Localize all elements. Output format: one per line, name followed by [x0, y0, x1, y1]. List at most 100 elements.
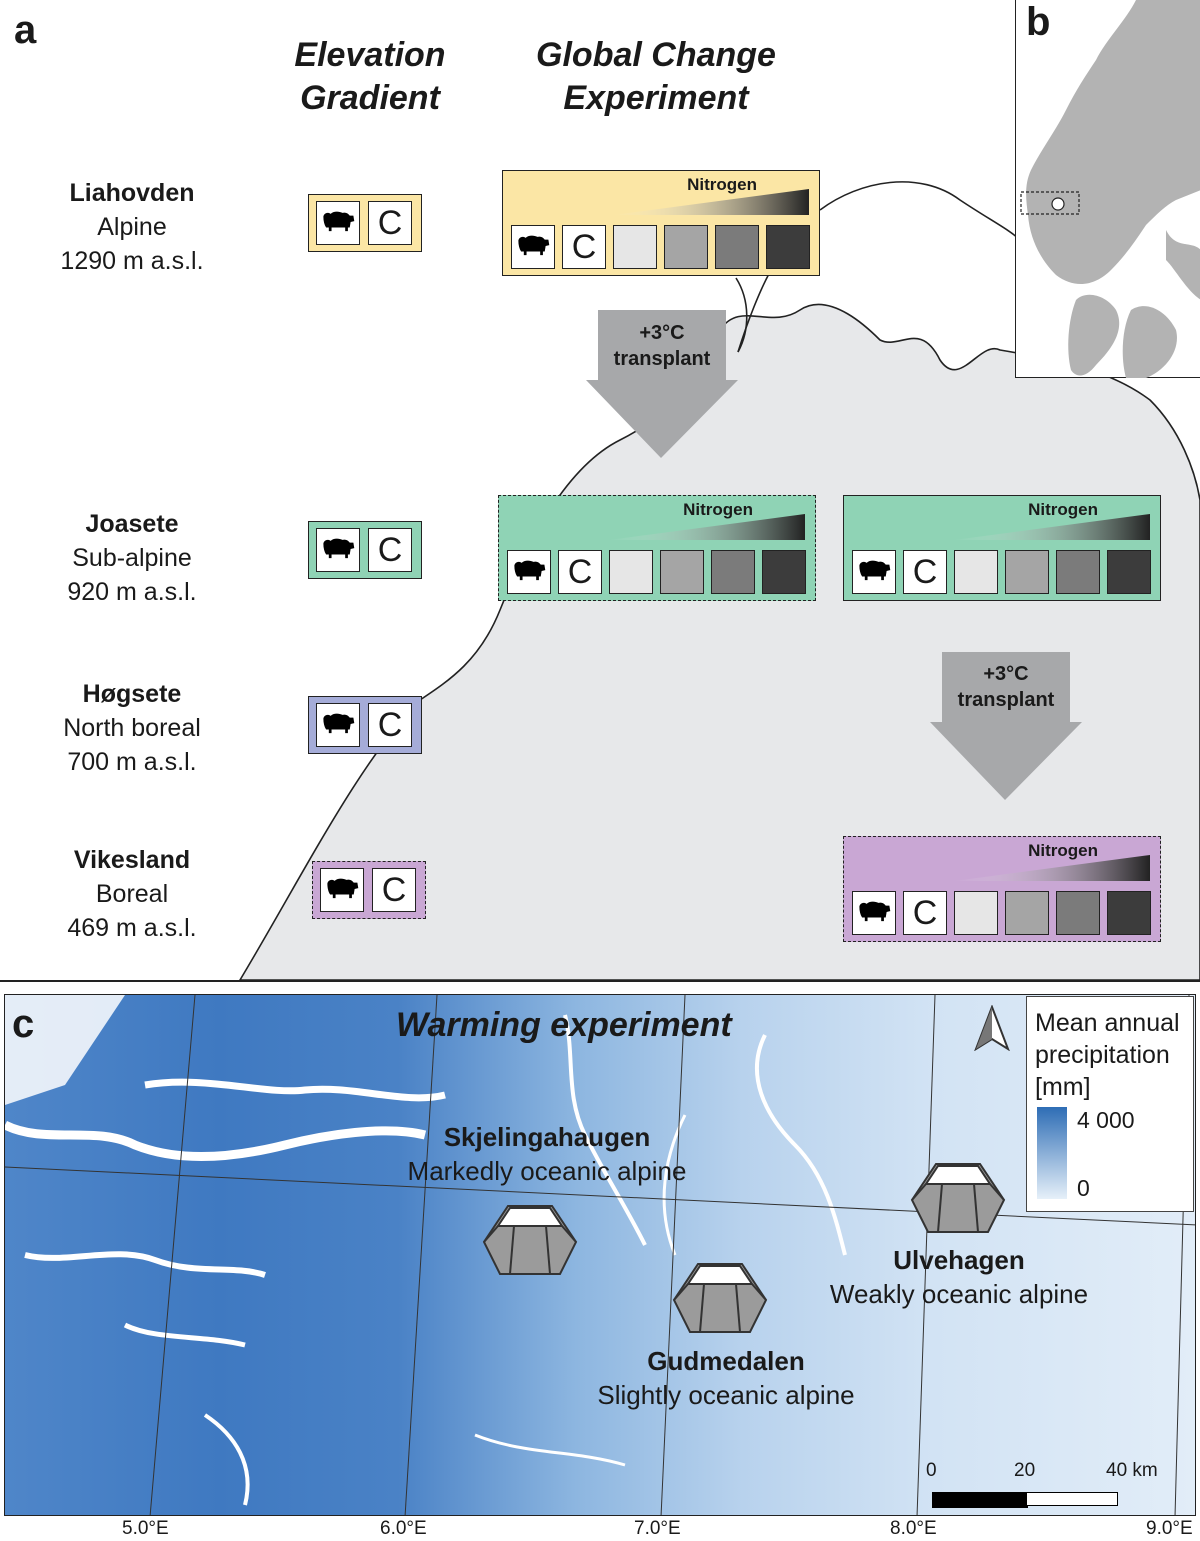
legend-title-line1: Mean annual — [1035, 1009, 1180, 1037]
legend-title: Mean annual precipitation [mm] — [1035, 1007, 1180, 1103]
site-elevation: 1290 m a.s.l. — [60, 247, 204, 275]
elevation-heading-line1: Elevation — [294, 36, 446, 74]
elevation-plots-vikesland: C — [312, 861, 426, 919]
map-site-name: Skjelingahaugen — [443, 1122, 651, 1152]
grazing-sheep-icon — [316, 528, 360, 572]
site-zone: Sub-alpine — [72, 544, 192, 572]
elevation-heading-line2: Gradient — [300, 79, 440, 117]
grazing-sheep-icon — [852, 891, 896, 935]
nitrogen-level-3-plot — [715, 225, 759, 269]
nitrogen-level-1-plot — [609, 550, 653, 594]
site-elevation: 700 m a.s.l. — [67, 748, 197, 776]
scale-bar: 0 20 40 km — [920, 1460, 1160, 1510]
site-label-ulvehagen: Ulvehagen Weakly oceanic alpine — [816, 1243, 1102, 1311]
site-label-joasete: Joasete Sub-alpine 920 m a.s.l. — [2, 507, 262, 609]
site-name: Vikesland — [73, 846, 191, 874]
north-arrow-icon — [974, 1005, 1010, 1051]
panel-b-overview-map: b — [1015, 0, 1200, 378]
panel-c-letter: c — [12, 1002, 35, 1046]
transplant-word: transplant — [957, 689, 1055, 711]
control-plot: C — [558, 550, 602, 594]
site-label-gudmedalen: Gudmedalen Slightly oceanic alpine — [584, 1344, 868, 1412]
legend-min-value: 0 — [1077, 1175, 1090, 1201]
control-plot: C — [372, 868, 416, 912]
nitrogen-level-3-plot — [1056, 550, 1100, 594]
control-plot: C — [903, 550, 947, 594]
longitude-label-9: 9.0°E — [1146, 1518, 1193, 1539]
legend-colorbar — [1037, 1107, 1067, 1199]
control-plot: C — [368, 528, 412, 572]
nitrogen-level-4-plot — [1107, 891, 1151, 935]
grazing-sheep-icon — [511, 225, 555, 269]
longitude-label-7: 7.0°E — [634, 1518, 681, 1539]
site-elevation: 920 m a.s.l. — [67, 578, 197, 606]
scale-label-40: 40 km — [1106, 1460, 1158, 1481]
panel-c-map — [4, 994, 1196, 1516]
precipitation-texture — [5, 995, 1195, 1515]
control-plot: C — [368, 703, 412, 747]
nitrogen-gradient-wedge — [954, 514, 1150, 540]
grazing-sheep-icon — [852, 550, 896, 594]
control-plot: C — [903, 891, 947, 935]
legend-title-line2: precipitation — [1035, 1041, 1170, 1069]
transplant-label-2: +3°C transplant — [928, 661, 1084, 713]
site-marker-skjelingahaugen — [482, 1205, 578, 1275]
nitrogen-level-2-plot — [660, 550, 704, 594]
scale-label-20: 20 — [1014, 1460, 1036, 1481]
global-change-heading-line1: Global Change — [536, 36, 776, 74]
warming-experiment-title: Warming experiment — [396, 1006, 732, 1044]
legend-max-value: 4 000 — [1077, 1107, 1135, 1133]
panel-divider — [0, 980, 1200, 982]
precipitation-legend: Mean annual precipitation [mm] 4 000 0 — [1026, 996, 1194, 1212]
control-plot: C — [562, 225, 606, 269]
elevation-plots-liahovden: C — [308, 194, 422, 252]
site-marker-ulvehagen — [910, 1163, 1006, 1233]
nitrogen-label: Nitrogen — [683, 500, 753, 519]
map-site-name: Gudmedalen — [647, 1346, 805, 1376]
transplant-warming: +3°C — [639, 322, 685, 344]
transplant-word: transplant — [613, 348, 711, 370]
nitrogen-level-3-plot — [1056, 891, 1100, 935]
nitrogen-level-4-plot — [766, 225, 810, 269]
nitrogen-level-4-plot — [762, 550, 806, 594]
nitrogen-gradient-wedge — [609, 514, 805, 540]
site-label-hogsete: Høgsete North boreal 700 m a.s.l. — [2, 677, 262, 779]
longitude-label-8: 8.0°E — [890, 1518, 937, 1539]
site-zone: North boreal — [63, 714, 201, 742]
elevation-plots-hogsete: C — [308, 696, 422, 754]
site-marker-gudmedalen — [672, 1263, 768, 1333]
longitude-label-6: 6.0°E — [380, 1518, 427, 1539]
nitrogen-label: Nitrogen — [1028, 500, 1098, 519]
transplant-warming: +3°C — [983, 663, 1029, 685]
site-label-liahovden: Liahovden Alpine 1290 m a.s.l. — [2, 176, 262, 278]
nitrogen-level-2-plot — [664, 225, 708, 269]
transplant-arrow-1 — [586, 310, 738, 458]
site-zone: Alpine — [97, 213, 167, 241]
panel-a-letter: a — [14, 8, 37, 52]
grazing-sheep-icon — [320, 868, 364, 912]
elevation-plots-joasete: C — [308, 521, 422, 579]
grazing-sheep-icon — [316, 201, 360, 245]
site-label-vikesland: Vikesland Boreal 469 m a.s.l. — [2, 843, 262, 945]
nitrogen-label: Nitrogen — [687, 175, 757, 194]
nitrogen-level-2-plot — [1005, 891, 1049, 935]
site-name: Liahovden — [69, 179, 195, 207]
map-site-climate: Weakly oceanic alpine — [829, 1279, 1089, 1309]
panel-b-letter: b — [1026, 0, 1051, 44]
grazing-sheep-icon — [507, 550, 551, 594]
map-site-name: Ulvehagen — [893, 1245, 1025, 1275]
grazing-sheep-icon — [316, 703, 360, 747]
site-zone: Boreal — [95, 880, 169, 908]
scale-bar-black — [932, 1492, 1028, 1508]
transplant-label-1: +3°C transplant — [584, 320, 740, 372]
map-site-climate: Slightly oceanic alpine — [597, 1380, 855, 1410]
longitude-label-5: 5.0°E — [122, 1518, 169, 1539]
map-site-climate: Markedly oceanic alpine — [407, 1156, 687, 1186]
nitrogen-gradient-wedge — [613, 189, 809, 215]
control-plot: C — [368, 201, 412, 245]
nitrogen-level-1-plot — [613, 225, 657, 269]
global-change-heading: Global Change Experiment — [496, 34, 816, 120]
nitrogen-label: Nitrogen — [1028, 841, 1098, 860]
